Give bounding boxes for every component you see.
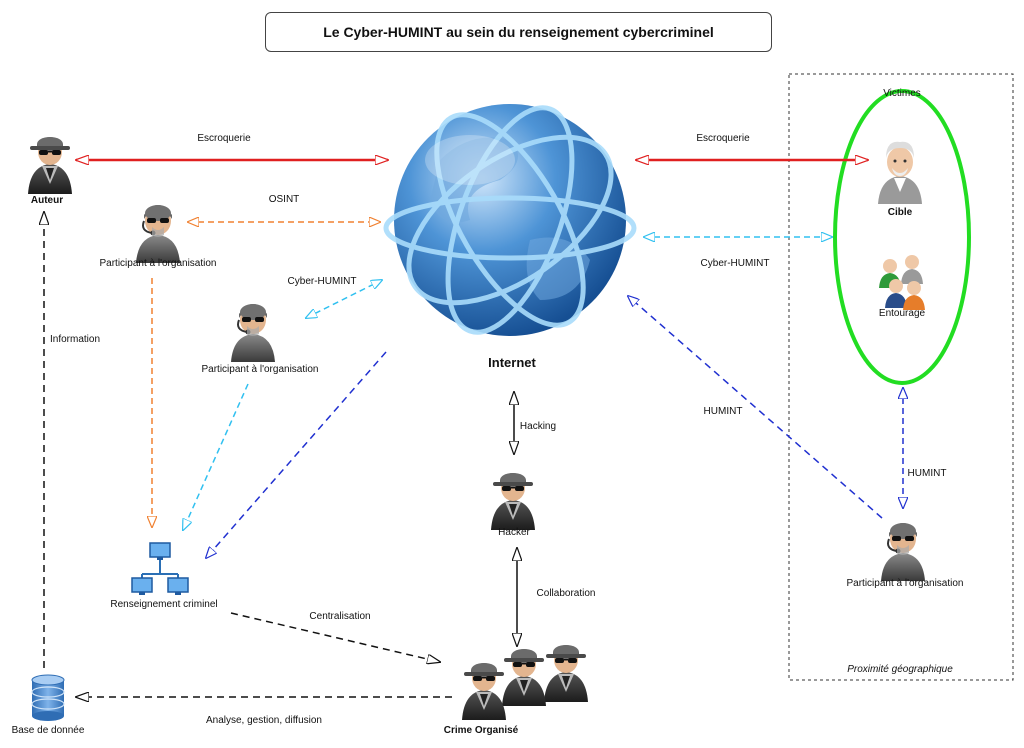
victims-ellipse [833,89,971,385]
participant-1-label: Participant à l'organisation [100,258,217,269]
participant-3-label: Participant à l'organisation [847,578,964,589]
collaboration-label: Collaboration [537,588,596,599]
base-de-donnee-label: Base de donnée [12,725,85,736]
diagram-title: Le Cyber-HUMINT au sein du renseignement… [265,12,772,52]
hacker-label: Hacker [498,527,530,538]
information-label: Information [50,334,100,345]
entourage-icon [879,255,925,310]
proximite-label: Proximité géographique [847,664,953,675]
globe-icon [383,104,637,336]
edge-internet-renseignement [206,351,387,558]
escroquerie-left-label: Escroquerie [197,133,251,144]
auteur-icon [28,137,72,194]
cible-icon [878,141,922,204]
cyber-humint-left-label: Cyber-HUMINT [288,276,357,287]
victimes-label: Victimes [883,88,921,99]
cyber-humint-right-label: Cyber-HUMINT [701,258,770,269]
geographic-proximity-zone [788,73,1014,681]
osint-label: OSINT [269,194,300,205]
edge-participant2-renseignement [183,383,249,530]
humint-diagonal-label: HUMINT [704,406,743,417]
auteur-label: Auteur [31,195,63,206]
internet-label: Internet [488,355,536,370]
cible-label: Cible [888,207,913,218]
hacking-label: Hacking [520,421,556,432]
renseignement-label: Renseignement criminel [110,599,217,610]
crime-organise-label: Crime Organisé [444,725,519,736]
network-computers-icon [131,542,189,595]
centralisation-label: Centralisation [309,611,370,622]
hacker-icon [491,473,535,530]
participant-2-icon [230,303,276,363]
participant-2-label: Participant à l'organisation [202,364,319,375]
entourage-label: Entourage [879,308,926,319]
analyse-label: Analyse, gestion, diffusion [206,715,322,726]
edge-humint-diagonal [628,296,883,519]
participant-1-icon [135,204,181,264]
escroquerie-right-label: Escroquerie [696,133,750,144]
participant-3-icon [880,522,926,582]
database-icon [31,674,65,721]
edge-cyber-humint-left [306,280,382,318]
crime-organise-icon [462,645,588,720]
humint-vertical-label: HUMINT [908,468,947,479]
